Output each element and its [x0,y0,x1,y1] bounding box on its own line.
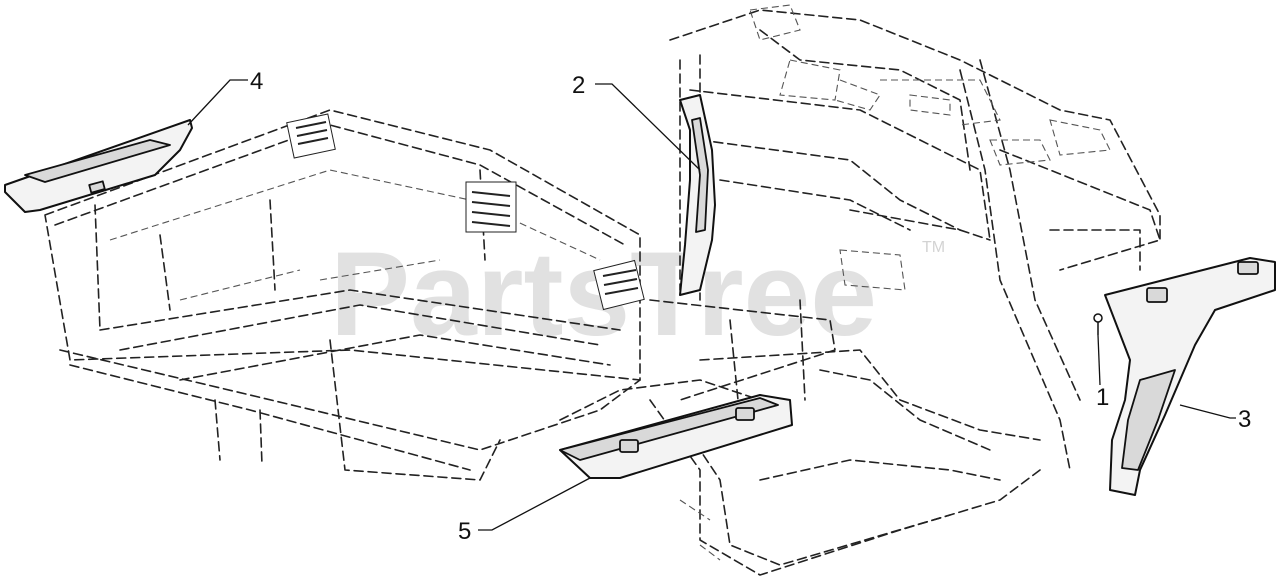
callout-3-label: 3 [1238,406,1251,433]
watermark-trademark: TM [922,239,945,256]
part-5-side-step [559,394,793,479]
part-2-upright-panel [679,94,716,296]
callout-3: 3 [1179,404,1251,433]
callout-1-label: 1 [1096,384,1109,411]
part-4-tail-panel [4,119,193,213]
callout-2-label: 2 [572,72,585,99]
callout-4: 4 [187,68,263,126]
part-3-fender-panel [1104,257,1276,496]
callout-2: 2 [572,72,701,171]
callout-5: 5 [458,477,591,545]
frame-cab [559,4,1161,576]
callout-1: 1 [1096,334,1109,411]
part-1-fastener [1093,313,1103,335]
cargo-bed [44,109,645,481]
callout-5-label: 5 [458,518,471,545]
callout-4-label: 4 [250,68,263,95]
